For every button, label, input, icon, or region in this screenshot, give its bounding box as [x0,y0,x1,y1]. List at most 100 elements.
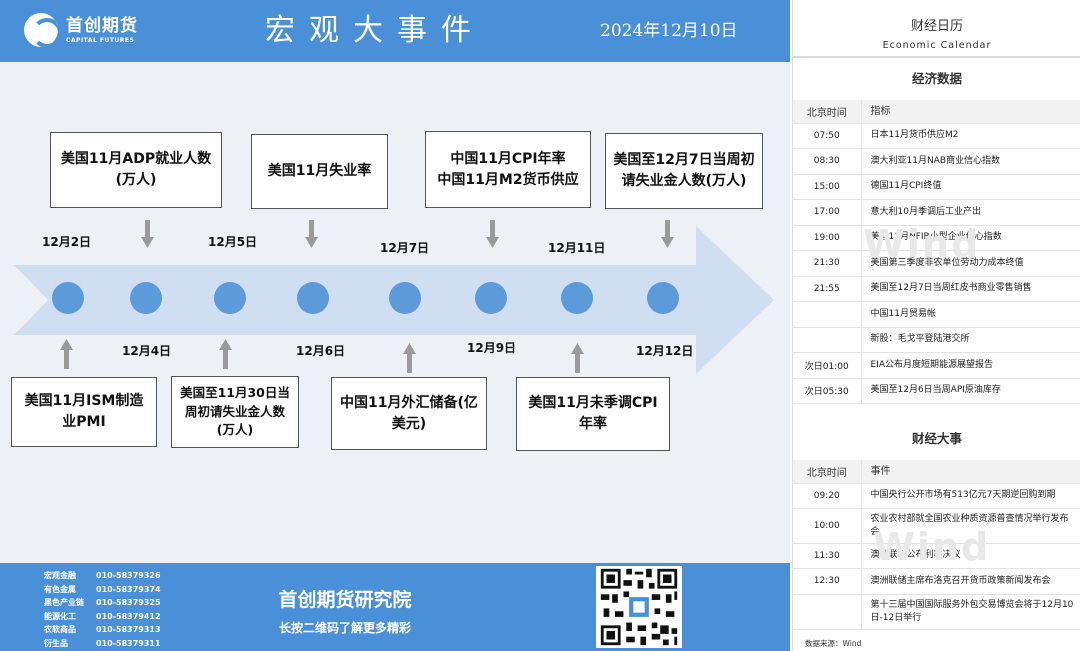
row-item: 美国11月NFIB小型企业信心指数 [861,225,1080,251]
row-time: 11:30 [793,543,862,569]
down-arrow-icon [661,220,674,248]
timeline-dot [52,282,84,314]
table-header-row: 北京时间 事件 [793,460,1080,484]
row-time: 15:00 [793,174,862,200]
timeline-dot [130,282,162,314]
logo-mark-icon [24,13,58,47]
row-item: 新股：毛戈平登陆港交所 [861,327,1080,353]
calendar-subtitle: Economic Calendar [882,40,992,51]
row-time: 19:00 [793,225,862,251]
event-box: 中国11月CPI年率中国11月M2货币供应 [425,131,591,208]
timeline-date: 12月4日 [122,344,172,358]
up-arrow-icon [60,339,73,369]
qr-hint: 长按二维码了解更多精彩 [278,621,411,635]
row-item: 中国央行公开市场有513亿元7天期逆回购到期 [861,483,1080,509]
event-box: 美国至12月7日当周初请失业金人数(万人) [605,133,763,209]
event-box: 美国11月未季调CPI年率 [516,377,670,451]
row-time: 次日01:00 [793,352,862,379]
row-item: 美国至12月6日当周API原油库存 [861,378,1080,404]
data-source-note: 数据来源：Wind [805,639,862,648]
section-title-financial-events: 财经大事 [911,431,962,446]
timeline-date: 12月12日 [636,344,694,358]
event-box: 中国11月外汇储备(亿美元) [331,377,487,450]
logo-cn-text: 首创期货 [66,15,138,36]
timeline-date: 12月7日 [380,241,430,255]
row-item: 美国第三季度非农单位劳动力成本终值 [861,250,1080,277]
timeline-dot [297,282,329,314]
row-time [793,327,862,353]
row-item: EIA公布月度短期能源展望报告 [861,352,1080,379]
table-row: 第十三届中国国际服务外包交易博览会将于12月10日-12日举行 [793,594,1080,630]
column-header-time: 北京时间 [793,100,862,124]
economic-calendar-panel: 财经日历 Economic Calendar 经济数据 北京时间 指标 07:5… [792,0,1080,651]
row-item: 农业农村部就全国农业种质资源普查情况举行发布会 [861,508,1080,544]
timeline-date: 12月5日 [208,235,258,249]
company-logo: 首创期货 CAPITAL FUTURES [24,8,138,52]
timeline-date: 12月6日 [296,344,346,358]
logo-en-text: CAPITAL FUTURES [66,36,135,44]
row-item: 日本11月货币供应M2 [861,123,1080,149]
event-box: 美国11月ISM制造业PMI [11,377,157,447]
timeline-dot [389,282,421,314]
macro-events-panel: 首创期货 CAPITAL FUTURES 宏观大事件 2024年12月10日 [0,0,790,651]
up-arrow-icon [403,343,416,373]
header-bar: 首创期货 CAPITAL FUTURES 宏观大事件 2024年12月10日 [0,0,790,62]
row-item: 澳大利亚11月NAB商业信心指数 [861,148,1080,175]
row-item: 中国11月贸易帐 [861,301,1080,328]
timeline-date: 12月9日 [467,341,517,355]
table-row: 中国11月贸易帐 [793,301,1080,328]
event-box: 美国11月失业率 [251,134,388,209]
report-date: 2024年12月10日 [600,21,738,41]
row-item: 澳洲联储公布利率决议 [861,543,1080,569]
timeline-date: 12月11日 [548,241,606,255]
row-time: 09:20 [793,483,862,509]
column-header-event: 事件 [861,460,1080,484]
timeline-dot [214,282,246,314]
row-time [793,301,862,328]
watermark: Wind [863,222,981,266]
down-arrow-icon [486,220,499,248]
row-item: 澳洲联储主席布洛克召开货币政策新闻发布会 [861,568,1080,595]
column-header-indicator: 指标 [861,100,1080,124]
watermark: Wind [873,525,991,569]
row-item: 意大利10月季调后工业产出 [861,199,1080,226]
timeline-dot [647,282,679,314]
table-row: 新股：毛戈平登陆港交所 [793,327,1080,353]
qr-code-icon[interactable] [596,566,682,648]
row-item: 德国11月CPI终值 [861,174,1080,200]
row-item: 第十三届中国国际服务外包交易博览会将于12月10日-12日举行 [861,594,1080,630]
institute-name: 首创期货研究院 [278,589,412,611]
event-box: 美国至11月30日当周初请失业金人数(万人) [171,376,299,448]
timeline-graphic [14,220,774,374]
row-time: 12:30 [793,568,862,595]
down-arrow-icon [141,220,154,248]
timeline-dot [561,282,593,314]
up-arrow-icon [571,343,584,373]
row-time [793,594,862,630]
row-time: 21:30 [793,250,862,277]
column-header-time: 北京时间 [793,460,862,484]
row-item: 美国至12月7日当周红皮书商业零售销售 [861,276,1080,302]
page-title: 宏观大事件 [265,13,485,48]
row-time: 17:00 [793,199,862,226]
